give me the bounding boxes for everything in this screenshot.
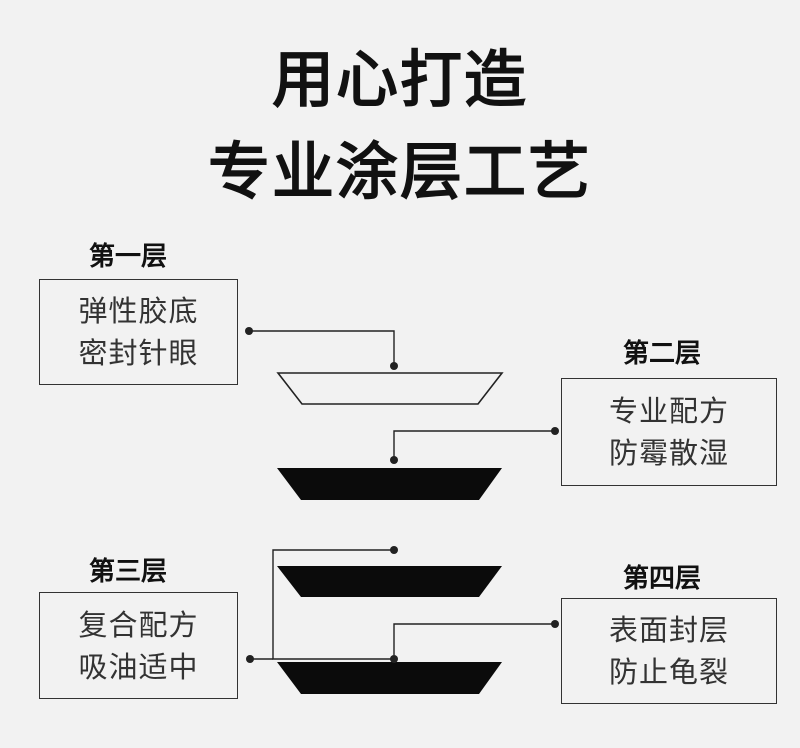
layer-4-shape — [277, 662, 502, 694]
connector-dot — [551, 427, 559, 435]
layer-4-title: 第四层 — [623, 564, 702, 594]
layer-3-line-2: 吸油适中 — [78, 649, 199, 684]
connector-layer-2 — [393, 430, 555, 460]
connector-layer-4 — [393, 623, 555, 655]
connector-dot — [390, 456, 398, 464]
layer-1-box: 弹性胶底 密封针眼 — [39, 279, 238, 385]
connector-dot — [246, 655, 254, 663]
layer-2-line-2: 防霉散湿 — [608, 436, 729, 470]
layer-4-box: 表面封层 防止龟裂 — [561, 598, 777, 704]
layer-1-line-1: 弹性胶底 — [78, 294, 199, 328]
layer-1-shape — [276, 372, 504, 405]
layer-3-title: 第三层 — [89, 557, 168, 587]
connector-dot — [390, 655, 398, 663]
layer-4-line-2: 防止龟裂 — [608, 655, 729, 689]
layer-1-title: 第一层 — [89, 242, 168, 272]
layer-4-line-1: 表面封层 — [608, 613, 729, 647]
heading-line-1: 用心打造 — [271, 43, 528, 116]
layer-1-line-2: 密封针眼 — [78, 336, 199, 370]
connector-dot — [245, 327, 253, 335]
connector-layer-1 — [249, 330, 395, 366]
layer-3-box: 复合配方 吸油适中 — [39, 592, 238, 699]
layer-3-line-1: 复合配方 — [78, 607, 199, 642]
layer-2-title: 第二层 — [623, 339, 702, 369]
connector-dot — [551, 620, 559, 628]
layer-2-box: 专业配方 防霉散湿 — [561, 378, 777, 486]
layer-2-shape — [277, 468, 502, 500]
layer-3-shape — [277, 566, 502, 597]
heading-line-2: 专业涂层工艺 — [207, 135, 592, 208]
layer-2-line-1: 专业配方 — [608, 394, 729, 428]
connector-dot — [390, 546, 398, 554]
connector-dot — [390, 362, 398, 370]
